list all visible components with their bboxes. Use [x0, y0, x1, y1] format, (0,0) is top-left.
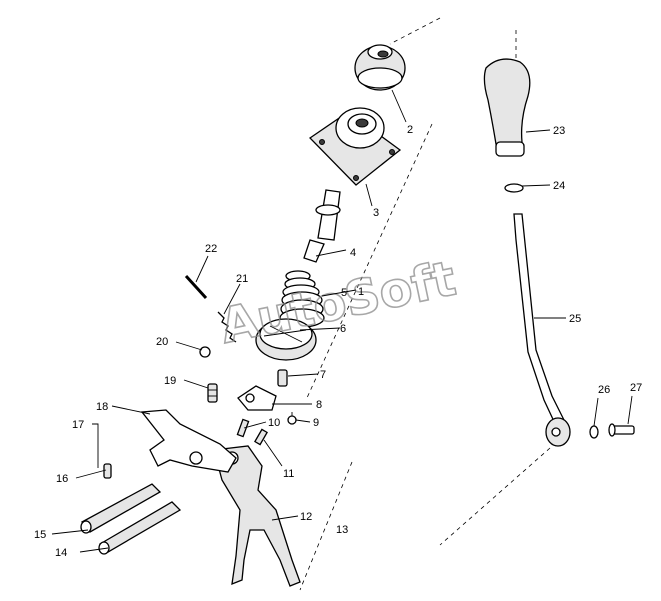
pin-part-10: [236, 418, 250, 438]
washer-part: [589, 425, 599, 439]
callout-3: 3: [373, 207, 379, 219]
bolt-part-27: [608, 423, 635, 437]
assembly-axis-lines: [299, 17, 551, 591]
rod-part-22: [184, 274, 208, 300]
ball-part: [199, 346, 211, 358]
callout-14: 14: [55, 547, 67, 559]
callout-26: 26: [598, 384, 610, 396]
callout-22: 22: [205, 243, 217, 255]
spring-part-21: [217, 311, 237, 343]
callout-24: 24: [553, 180, 565, 192]
bracket-part: [237, 385, 277, 411]
callout-5: 5: [341, 287, 347, 299]
callout-17: 17: [72, 419, 84, 431]
callout-8: 8: [316, 399, 322, 411]
callout-21: 21: [236, 273, 248, 285]
spring-part-7: [277, 369, 288, 387]
shift-knob-part: [483, 58, 531, 157]
circlip-part: [504, 183, 524, 193]
selector-fork-part: [140, 409, 237, 473]
callout-2: 2: [407, 124, 413, 136]
callout-10: 10: [268, 417, 280, 429]
shift-shaft-part: [303, 189, 341, 263]
callout-15: 15: [34, 529, 46, 541]
callout-19: 19: [164, 375, 176, 387]
boot-cap-part: [354, 44, 406, 91]
callout-16: 16: [56, 473, 68, 485]
detent-pin-part: [103, 463, 112, 479]
callout-7: 7: [320, 369, 326, 381]
callout-11: 11: [283, 468, 294, 480]
bolt-part-9: [287, 412, 297, 425]
callout-4: 4: [350, 247, 356, 259]
callout-1: 1: [358, 286, 364, 298]
spring-part-19: [207, 383, 218, 403]
bellows-boot-part: [279, 270, 325, 328]
gear-shift-housing-part: [308, 107, 402, 186]
callout-20: 20: [156, 336, 168, 348]
callout-6: 6: [340, 323, 346, 335]
callout-leaders: [51, 89, 633, 553]
callout-labels: 1 2 3 4 5 6 7 8 9 10 11 12 13 14 15 16 1…: [34, 124, 642, 559]
callout-25: 25: [569, 313, 581, 325]
callout-27: 27: [630, 382, 642, 394]
watermark-text: AutoSoft: [215, 251, 460, 355]
callout-12: 12: [300, 511, 312, 523]
shift-rods-part: [80, 483, 182, 555]
callout-23: 23: [553, 125, 565, 137]
callout-13: 13: [336, 524, 348, 536]
callout-9: 9: [313, 417, 319, 429]
callout-18: 18: [96, 401, 108, 413]
shift-lever-part: [513, 213, 571, 447]
pin-part-11: [254, 428, 268, 446]
